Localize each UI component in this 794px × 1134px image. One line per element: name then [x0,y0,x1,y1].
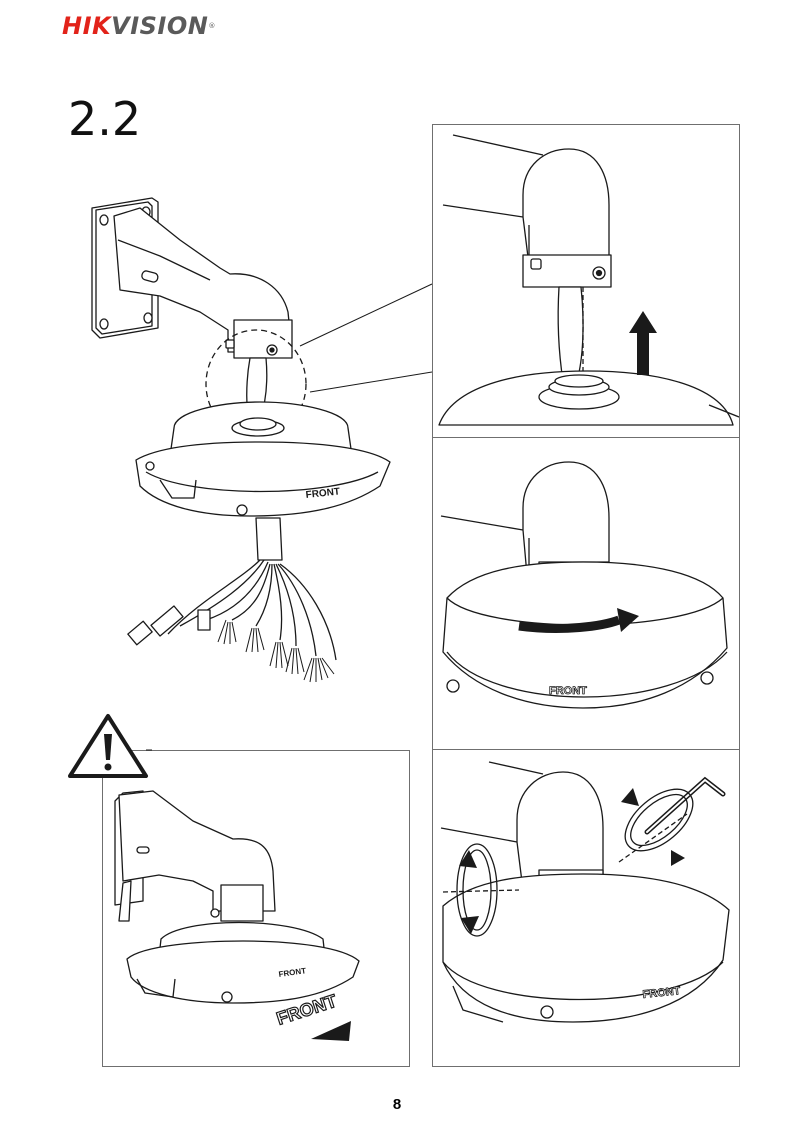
step-panel-lift [432,124,740,438]
pipe-rotate-illustration: FRONT [433,438,739,749]
logo-hik-text: HIK [62,12,111,40]
bracket-assembly-illustration: FRONT [60,180,440,710]
hikvision-logo: HIKVISION® [62,14,216,38]
warning-panel: FRONT FRONT [102,750,410,1067]
front-orientation-illustration: FRONT FRONT [103,751,409,1066]
logo-registered-mark: ® [208,22,216,30]
page-number: 8 [0,1096,794,1113]
arrow-down-icon [311,1021,351,1041]
screw-tighten-illustration: FRONT [433,750,739,1066]
front-label-rotate: FRONT [549,685,587,697]
logo-vision-text: VISION [111,12,208,40]
pipe-lift-illustration [433,125,739,437]
step-number: 2.2 [68,94,141,144]
arrow-up-icon [629,311,657,375]
step-panel-tighten: FRONT [432,749,740,1067]
warning-triangle-icon [66,712,152,780]
step-panel-rotate: FRONT [432,437,740,750]
